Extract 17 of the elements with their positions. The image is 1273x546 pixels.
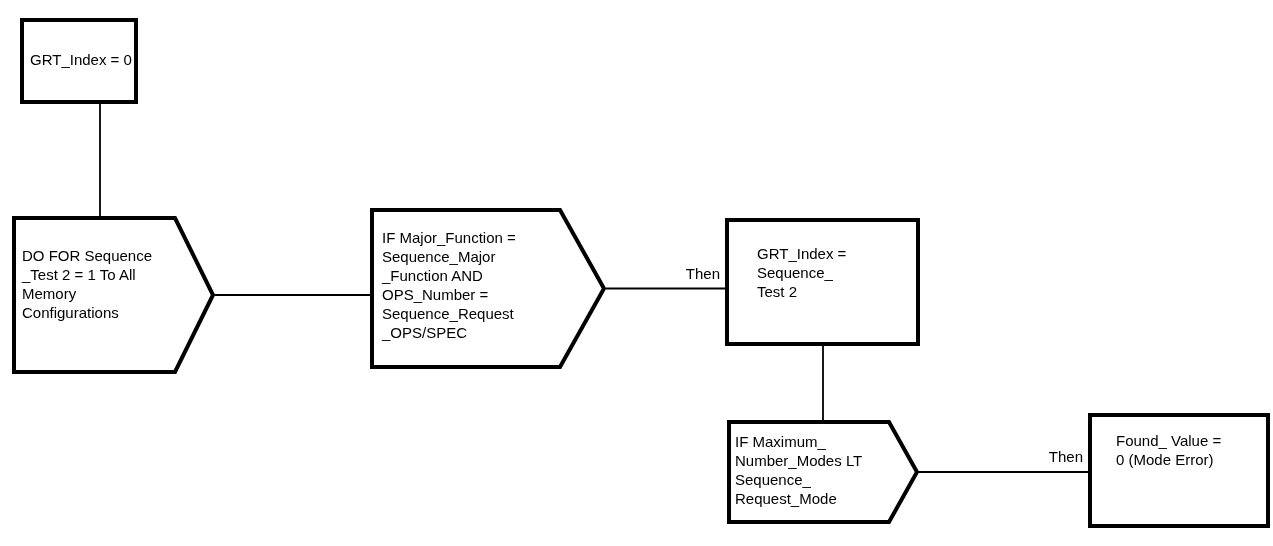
loop-pentagon [727, 420, 919, 524]
connector-line [605, 287, 726, 290]
process-box [1088, 413, 1270, 528]
node-text: GRT_Index = 0 [30, 50, 133, 69]
node-text: DO FOR Sequence _Test 2 = 1 To All Memory Configurations [22, 246, 154, 322]
node-text: IF Major_Function = Sequence_Major _Function AND OPS_Number = Sequence_Request _OPS/SPEC [382, 228, 517, 342]
connector-line [822, 345, 824, 421]
node-text: Found_ Value = 0 (Mode Error) [1116, 431, 1223, 469]
process-box [725, 218, 920, 346]
connector-line [99, 103, 101, 217]
loop-pentagon [370, 208, 606, 369]
process-box [20, 18, 138, 104]
connector-line [214, 294, 371, 296]
node-text: GRT_Index = Sequence_ Test 2 [757, 244, 848, 301]
connector-line [918, 471, 1089, 473]
node-text: IF Maximum_ Number_Modes LT Sequence_ Request_Mode [735, 432, 863, 508]
loop-pentagon [12, 216, 215, 374]
